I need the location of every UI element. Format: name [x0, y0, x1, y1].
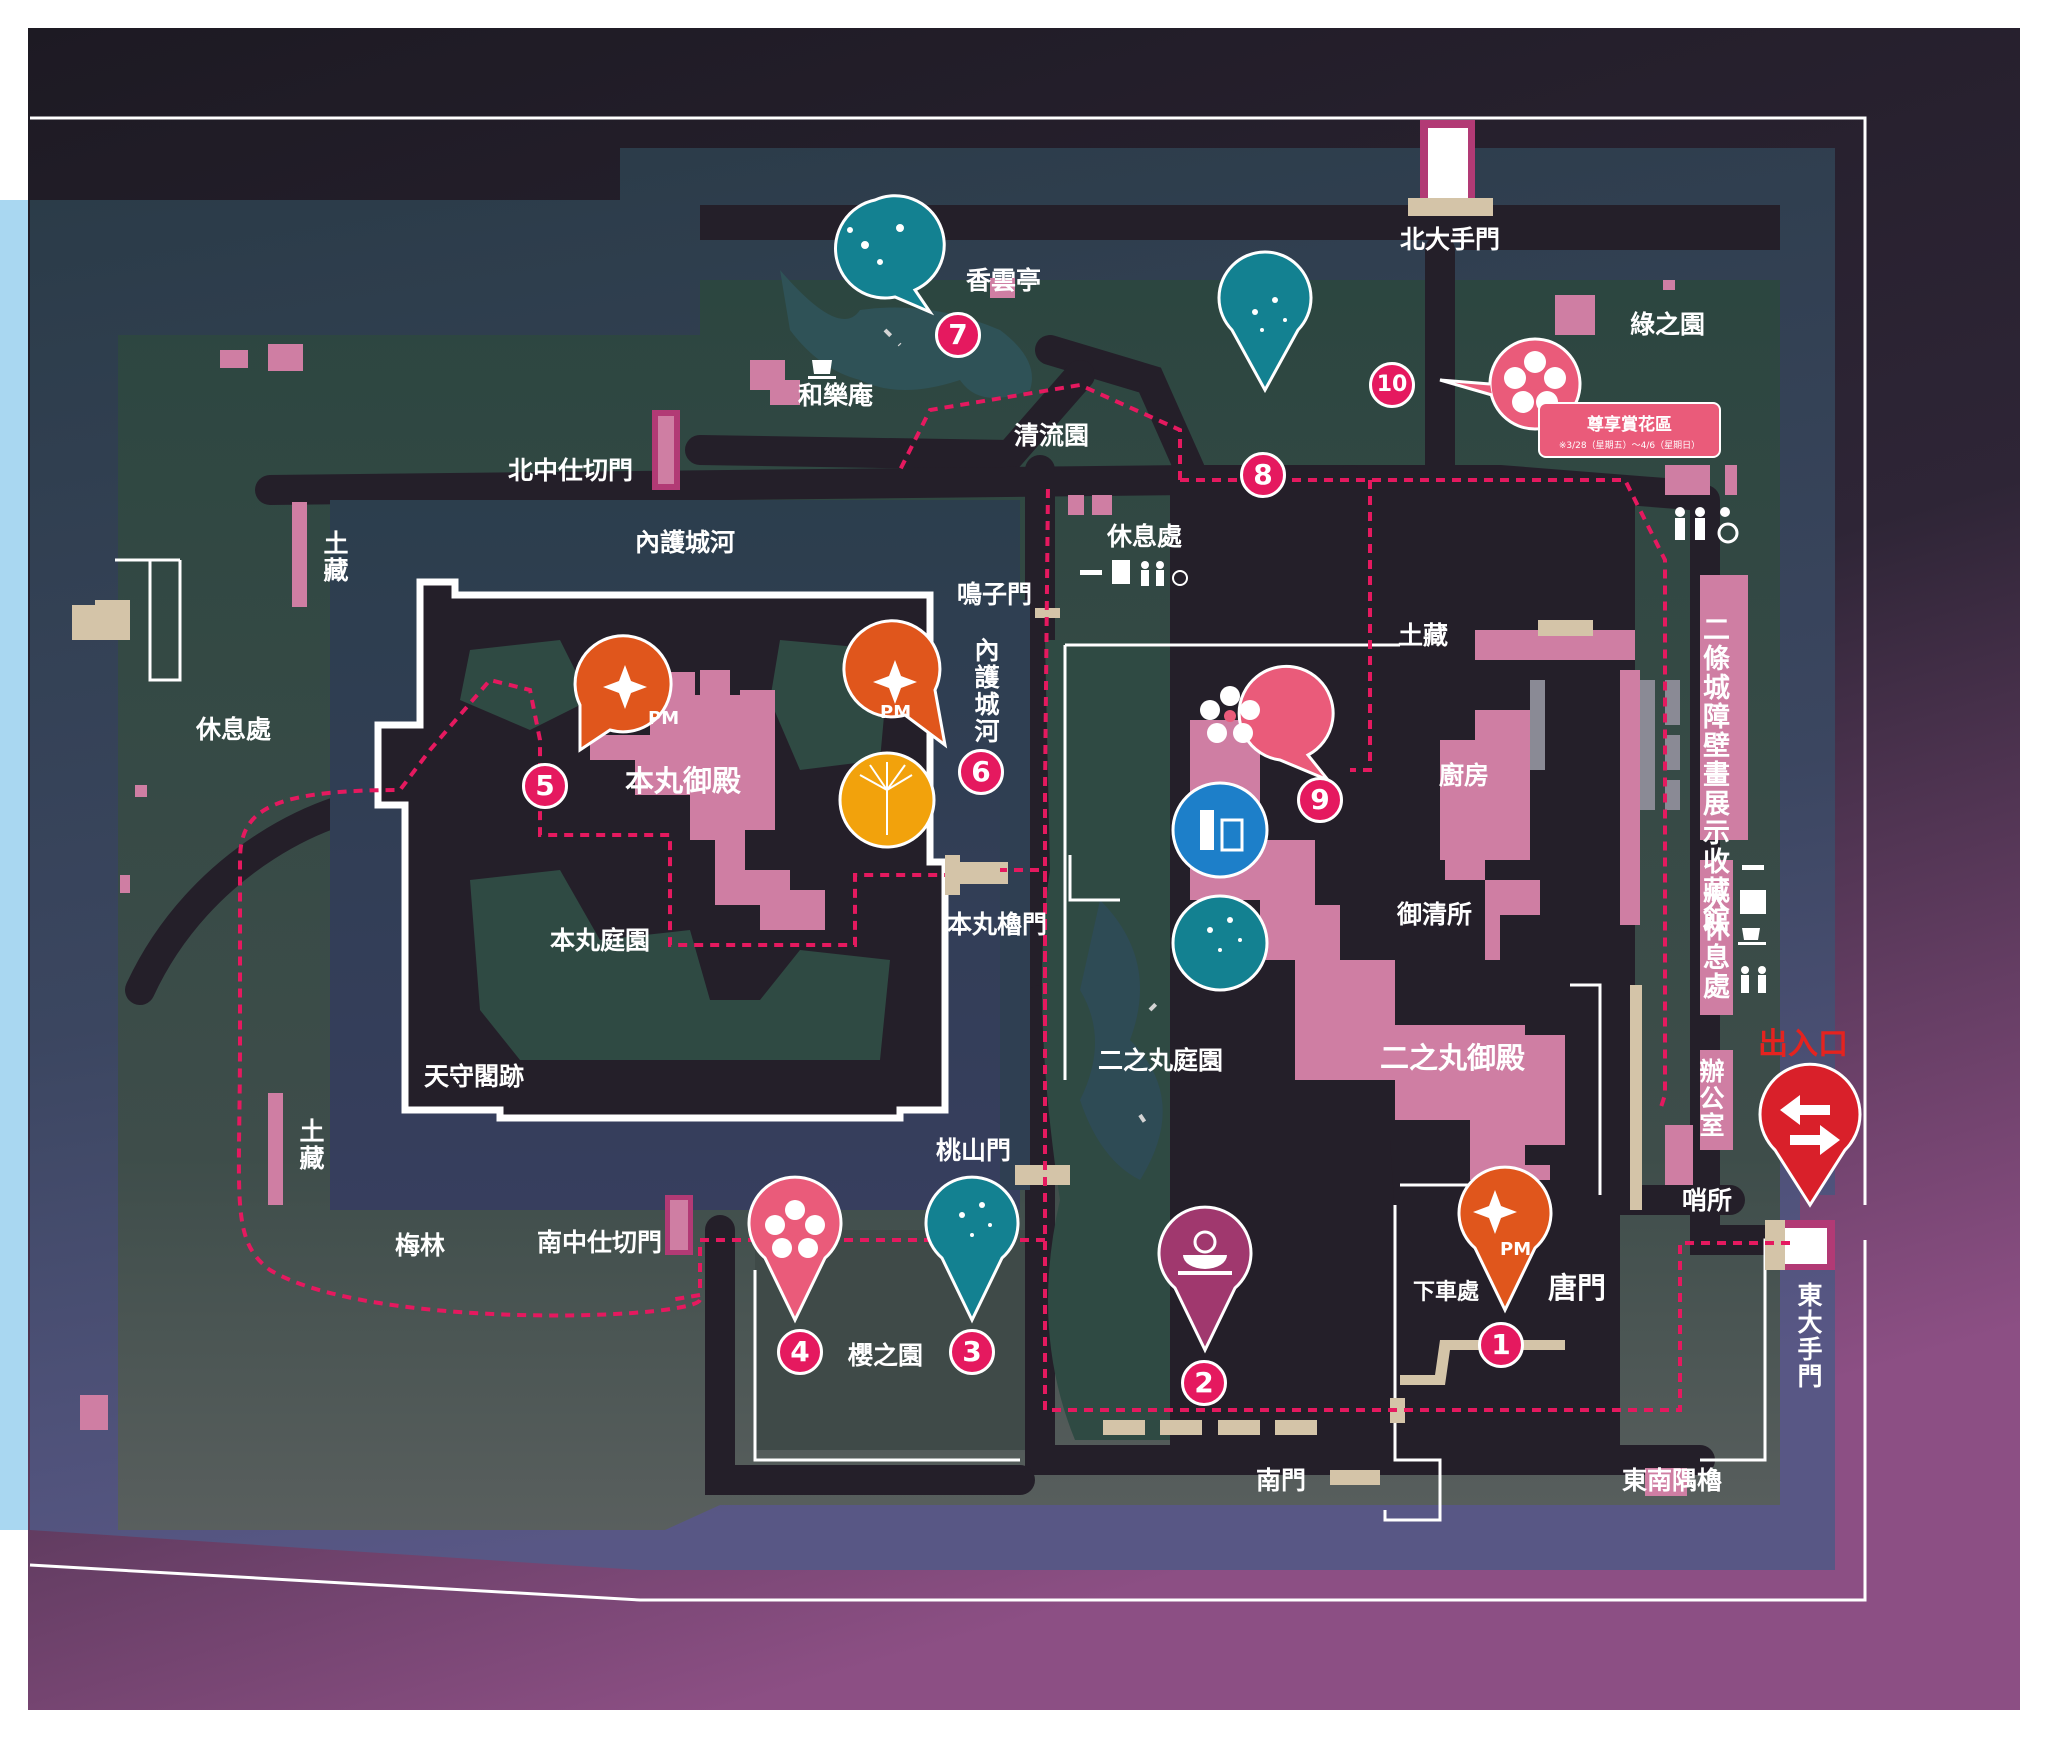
label-dozo-left2: 土藏 [296, 1118, 325, 1172]
label-entrance: 出入口 [1758, 1027, 1848, 1062]
label-geshaba: 下車處 [1413, 1280, 1480, 1305]
label-midori: 綠之園 [1630, 310, 1706, 339]
cherry-blossom-icon[interactable] [747, 1175, 843, 1324]
label-tenshu: 天守閣跡 [424, 1062, 525, 1091]
seiryuen-pond [780, 270, 1032, 398]
label-naruko: 鳴子門 [957, 580, 1033, 609]
dandelion-icon[interactable] [838, 751, 936, 849]
label-uchibori-right: 內護城河 [971, 637, 1000, 745]
food-bowl-icon[interactable] [1157, 1205, 1253, 1354]
buildings [80, 120, 1835, 1496]
spot-4[interactable]: 4 [777, 1329, 823, 1375]
restroom-icon [1741, 966, 1766, 993]
spot-8[interactable]: 8 [1240, 452, 1286, 498]
vip-title: 尊享賞花區 [1587, 415, 1672, 435]
annex-buildings [1530, 680, 1680, 810]
label-okiyosho: 御清所 [1397, 900, 1473, 929]
label-karamon: 唐門 [1548, 1271, 1607, 1305]
spot-3[interactable]: 3 [949, 1329, 995, 1375]
label-daidokoro: 廚房 [1439, 761, 1490, 790]
label-honmaru-teien: 本丸庭園 [550, 926, 651, 955]
garden-paths [883, 328, 1162, 1132]
wheelchair-icon [1717, 507, 1739, 544]
cafe-icon [1738, 928, 1766, 945]
label-jimusho: 辦公室 [1696, 1058, 1725, 1139]
label-dai-kyukei: 大休息處 [1698, 885, 1729, 1001]
label-honmaru-goten: 本丸御殿 [625, 764, 742, 798]
entrance-arrows-icon[interactable] [1758, 1062, 1862, 1208]
vending-machine-icon [1112, 560, 1130, 584]
label-ninomaru-goten: 二之丸御殿 [1380, 1041, 1526, 1075]
vip-date: ※3/28（星期五）～4/6（星期日） [1558, 441, 1701, 451]
label-higashiote: 東大手門 [1794, 1282, 1823, 1390]
fireworks-icon[interactable] [1171, 894, 1269, 992]
pm-sparkle-icon[interactable]: PM [573, 634, 679, 753]
label-kyukei-top: 休息處 [1107, 522, 1183, 551]
label-dozo-left: 土藏 [320, 530, 349, 584]
label-kouuntei: 香雲亭 [966, 266, 1042, 295]
fireworks-icon[interactable] [1217, 249, 1351, 394]
facility-icons [808, 360, 1766, 993]
ninomaru-pond [1080, 900, 1163, 1180]
left-sky-band [0, 200, 30, 1530]
label-kyukei-left: 休息處 [196, 715, 272, 744]
inner-moat-east [1000, 600, 1030, 1190]
outer-wall [29, 116, 1867, 1602]
spot-10[interactable]: 10 [1369, 362, 1415, 408]
label-momoyama: 桃山門 [936, 1136, 1012, 1165]
gates [72, 198, 1785, 1485]
label-dozo-mid: 土藏 [1398, 621, 1449, 650]
cafe-icon [808, 360, 836, 379]
pm-sparkle-icon[interactable]: PM [1457, 1165, 1553, 1314]
spot-5[interactable]: 5 [522, 763, 568, 809]
pm-sparkle-icon[interactable]: PM [842, 619, 948, 749]
vip-viewing-area[interactable]: 尊享賞花區 ※3/28（星期五）～4/6（星期日） [1538, 402, 1721, 458]
svg-text:PM: PM [648, 708, 679, 729]
label-kitanaka: 北中仕切門 [508, 456, 634, 485]
label-sakura-garden: 櫻之園 [848, 1341, 924, 1370]
smoking-icon [1080, 570, 1102, 575]
label-minamimon: 南門 [1256, 1466, 1307, 1495]
restroom-icon [1675, 507, 1705, 540]
shop-icon [1740, 890, 1766, 914]
label-minaminaka: 南中仕切門 [537, 1228, 663, 1257]
spot-1[interactable]: 1 [1478, 1322, 1524, 1368]
label-bairin: 梅林 [395, 1231, 446, 1260]
spot-6[interactable]: 6 [958, 749, 1004, 795]
north-strip [700, 205, 1780, 250]
label-shosho: 哨所 [1682, 1186, 1733, 1215]
svg-text:PM: PM [1500, 1239, 1531, 1260]
label-ninomaru-teien: 二之丸庭園 [1098, 1046, 1224, 1075]
drink-icon[interactable] [1171, 781, 1269, 879]
fireworks-icon[interactable] [834, 194, 946, 316]
spot-9[interactable]: 9 [1297, 777, 1343, 823]
label-warakuan: 和樂庵 [798, 381, 874, 410]
label-tonan: 東南隅櫓 [1622, 1466, 1723, 1495]
label-shoheki: 二條城障壁畫展示收藏館 [1698, 615, 1729, 934]
fireworks-icon[interactable] [924, 1175, 1020, 1324]
smoking-icon [1742, 865, 1764, 870]
label-honmaru-yagura: 本丸櫓門 [947, 910, 1048, 939]
svg-text:PM: PM [880, 702, 911, 723]
visitor-route [236, 382, 1790, 1412]
restroom-icon [1141, 561, 1164, 586]
spot-7[interactable]: 7 [935, 312, 981, 358]
label-seiryuen: 清流園 [1014, 421, 1090, 450]
spot-2[interactable]: 2 [1181, 1360, 1227, 1406]
cherry-blossom-icon[interactable] [1200, 664, 1335, 782]
label-kitaote: 北大手門 [1400, 225, 1501, 254]
wheelchair-icon [1172, 570, 1188, 586]
label-uchibori-top: 內護城河 [635, 528, 736, 557]
